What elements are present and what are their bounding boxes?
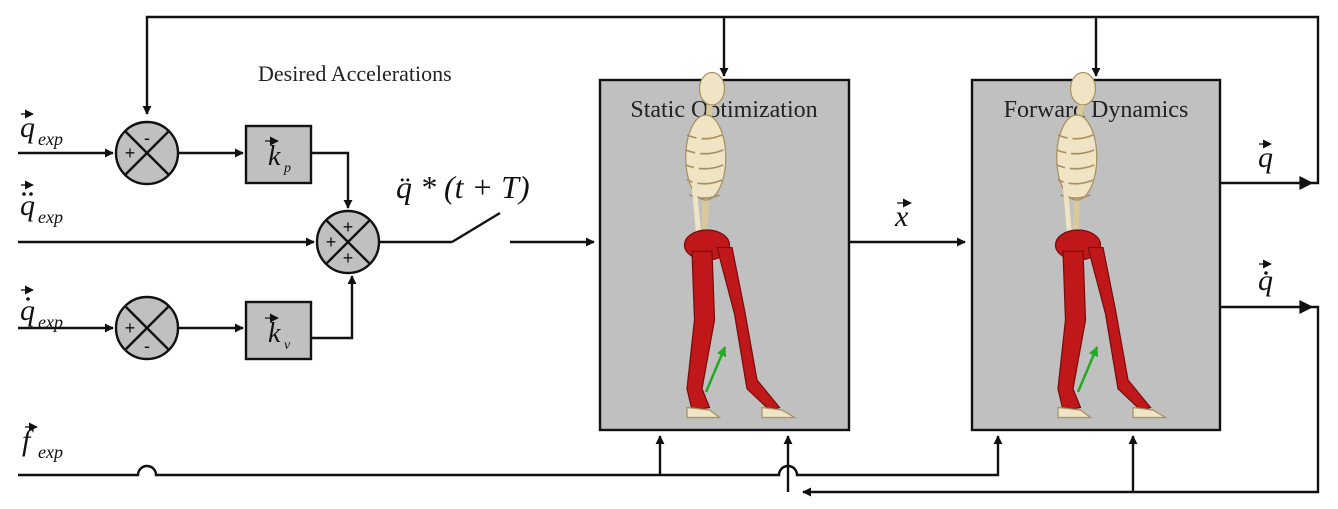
input-qd-exp-label: q exp: [20, 285, 63, 332]
sample-switch: [379, 211, 595, 247]
svg-text:p: p: [283, 161, 291, 176]
svg-text:+: +: [343, 217, 354, 237]
x-signal-label: x: [894, 198, 912, 233]
gain-block-kp: k p: [244, 124, 313, 185]
static-optimization-title: Static Optimization: [630, 97, 817, 123]
svg-text:v: v: [284, 338, 291, 353]
q-output-label: q: [1258, 139, 1273, 174]
force-arrow-right: [1076, 346, 1099, 393]
svg-text:exp: exp: [38, 442, 63, 462]
input-q-exp-label: q exp: [20, 109, 63, 149]
svg-text:q: q: [20, 111, 35, 144]
svg-text:+: +: [125, 143, 136, 163]
svg-text:q: q: [20, 294, 35, 327]
svg-text:q: q: [1258, 264, 1273, 297]
qd-output-label: q: [1258, 259, 1273, 297]
feedback-q-top-loop: [142, 15, 1320, 185]
svg-text:+: +: [343, 248, 354, 268]
svg-text:exp: exp: [38, 207, 63, 227]
svg-text:k: k: [268, 141, 281, 172]
svg-text:q: q: [1258, 141, 1273, 174]
forward-dynamics-title: Forward Dynamics: [1004, 97, 1189, 123]
force-arrow-left: [704, 346, 727, 393]
forward-dynamics-block: Forward Dynamics: [970, 73, 1222, 432]
wire-kv-to-middle-sum: [311, 275, 357, 340]
gain-block-kv: k v: [244, 300, 313, 361]
svg-text:-: -: [144, 128, 150, 148]
svg-text:+: +: [125, 318, 136, 338]
svg-text:k: k: [268, 318, 281, 349]
desired-accelerations-caption: Desired Accelerations: [258, 61, 452, 86]
wire-f-exp: [18, 435, 1003, 477]
sum-junction-top: - +: [114, 120, 180, 186]
svg-text:exp: exp: [38, 129, 63, 149]
input-f-exp-label: f exp: [22, 422, 63, 462]
svg-text:q̈ * (t + T): q̈ * (t + T): [396, 169, 530, 205]
sum-junction-middle: + + +: [315, 209, 381, 275]
qdd-star-label: q̈ * (t + T): [396, 169, 530, 205]
svg-text:+: +: [326, 232, 337, 252]
static-optimization-block: Static Optimization: [598, 73, 851, 432]
input-qdd-exp-label: q exp: [20, 180, 63, 227]
svg-text:-: -: [144, 336, 150, 356]
wire-kp-to-middle-sum: [311, 151, 353, 209]
sum-junction-bottom: + -: [114, 295, 180, 361]
svg-text:x: x: [894, 200, 909, 233]
svg-text:q: q: [20, 189, 35, 222]
svg-text:f: f: [22, 424, 34, 457]
feedback-qd-bottom-loop: [802, 305, 1320, 497]
